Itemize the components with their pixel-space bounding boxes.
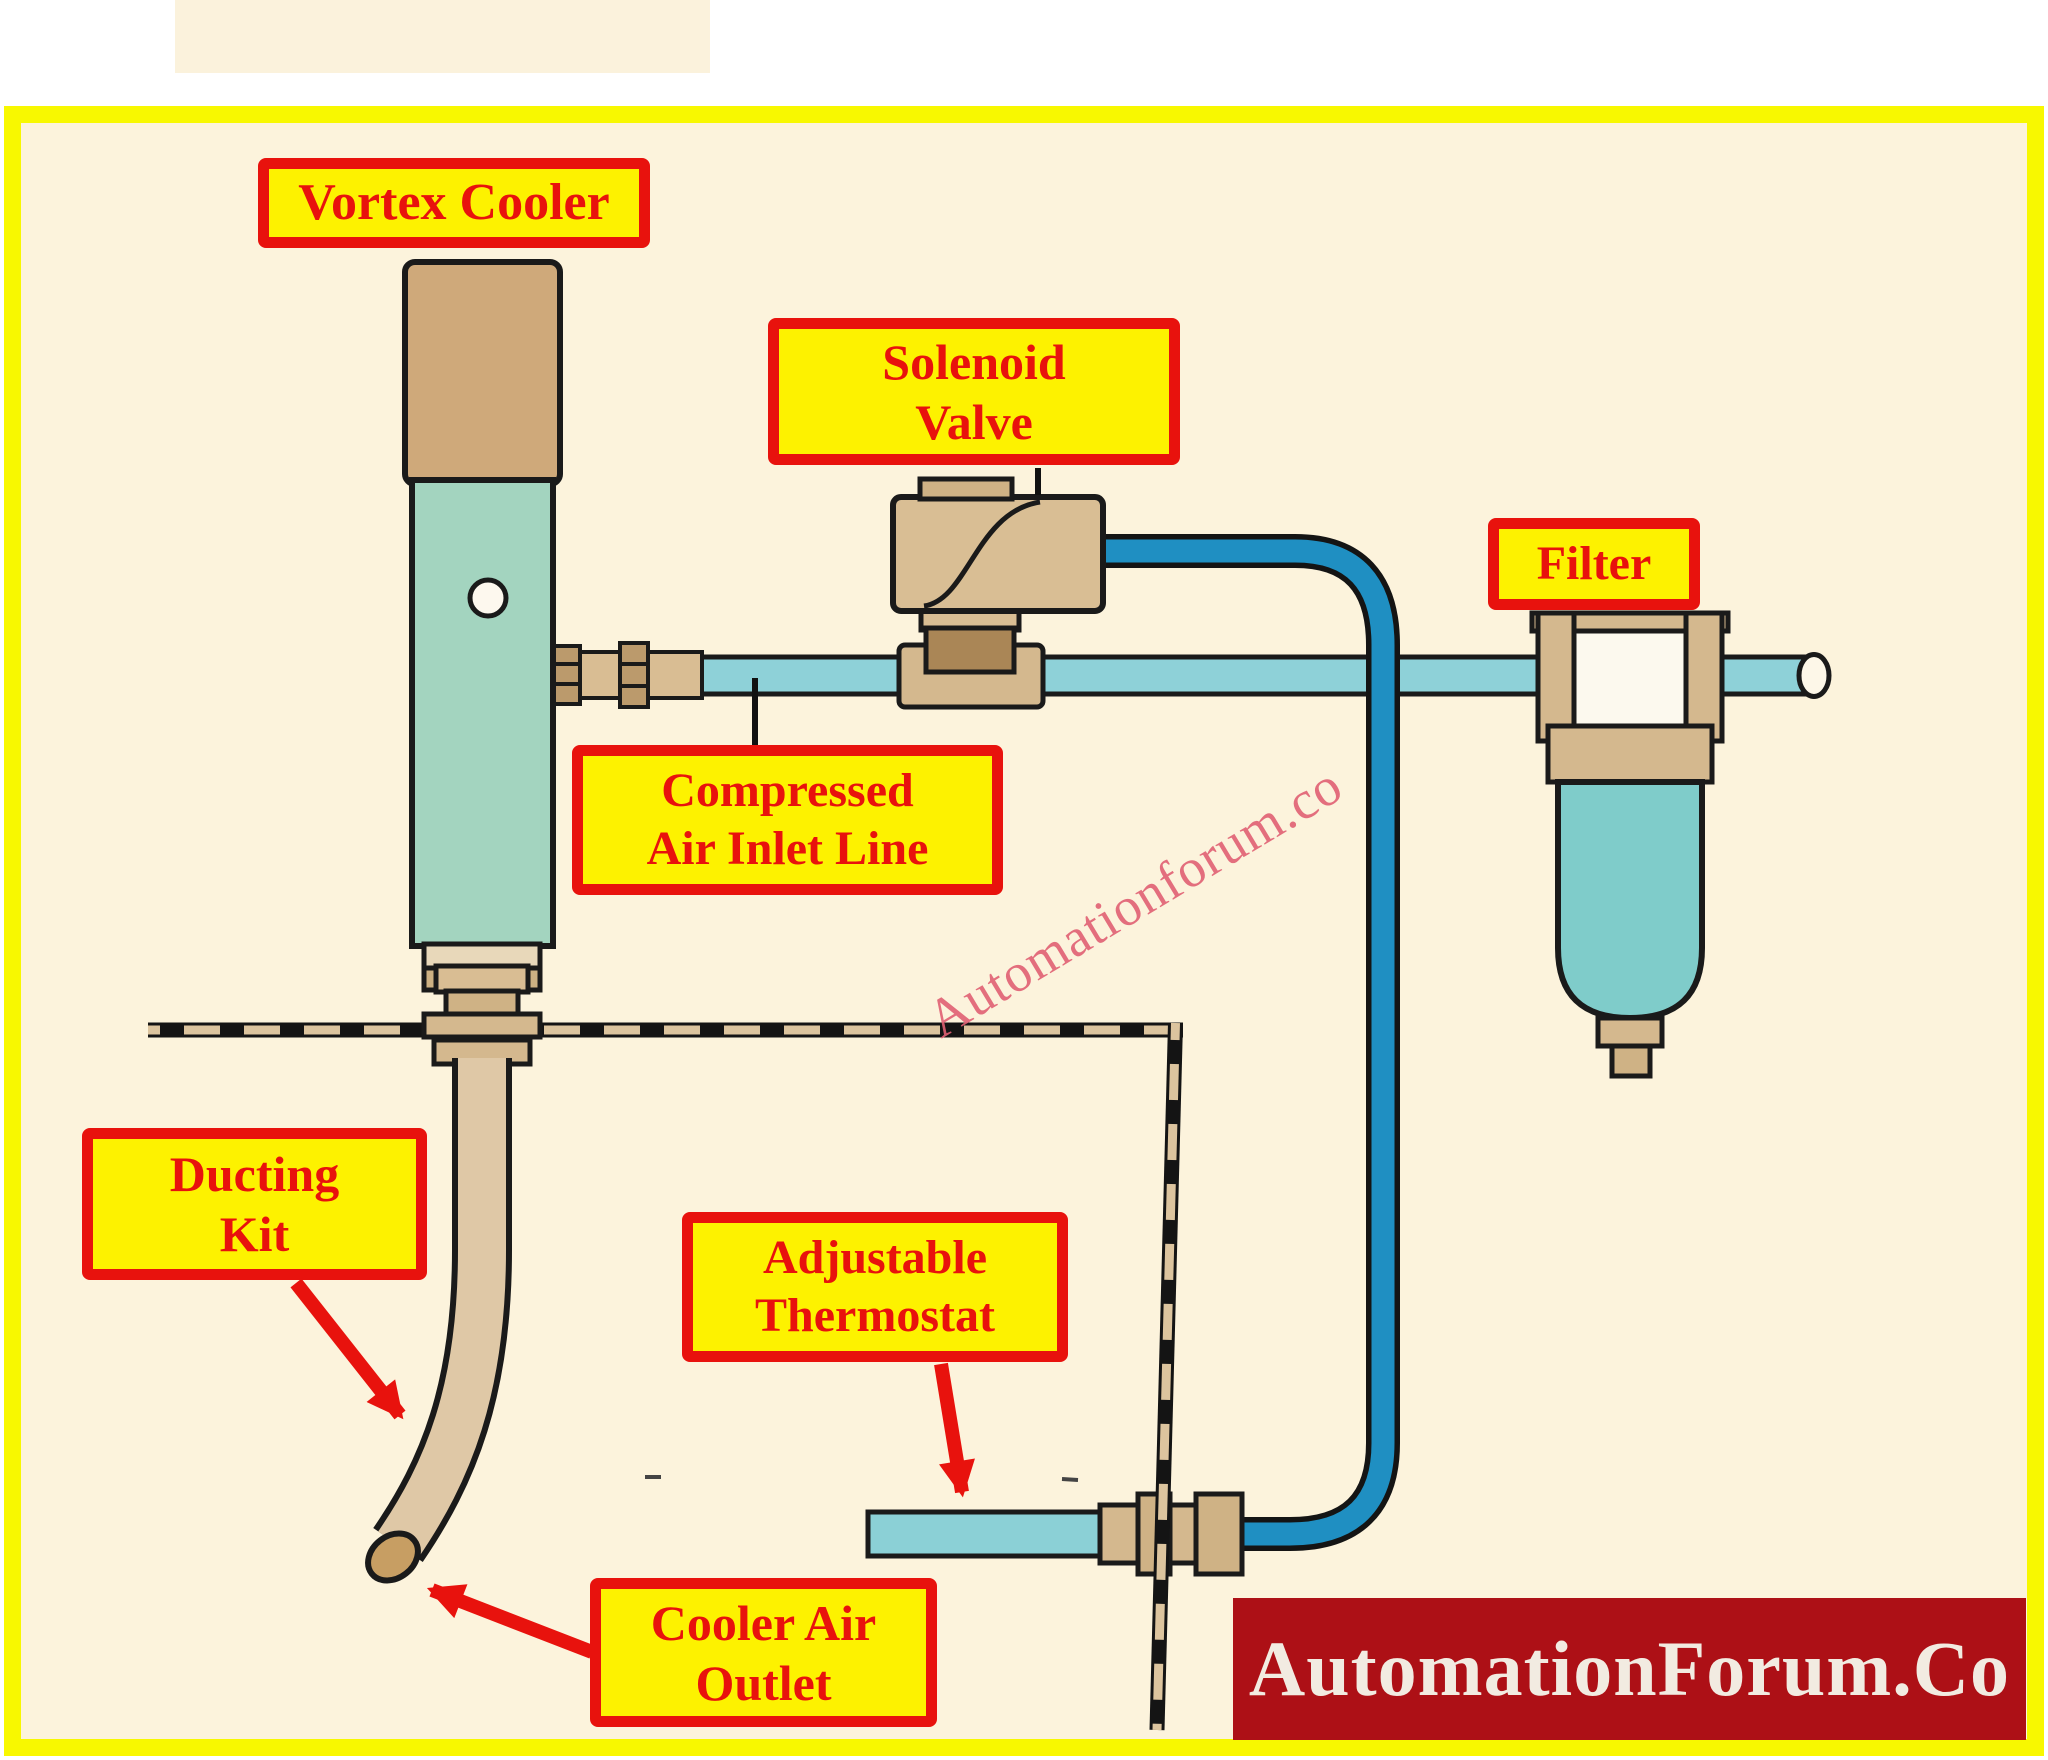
- filter-head-left-bar: [1535, 610, 1577, 744]
- thermostat-arrow: [934, 1362, 975, 1498]
- pipe-open-end: [1796, 652, 1832, 699]
- valve-dark-block: [923, 625, 1017, 675]
- callout-arrows: [290, 1278, 975, 1659]
- thermostat-probe: [865, 1509, 1103, 1559]
- cooler-body: [409, 477, 556, 949]
- filter-head-right-bar: [1683, 610, 1725, 744]
- filter-head-interior: [1571, 627, 1689, 729]
- solenoid-valve: [890, 476, 1106, 710]
- label-cooler-air-outlet: Cooler Air Outlet: [590, 1578, 937, 1727]
- valve-body: [890, 494, 1106, 614]
- ducting-kit-arrow: [290, 1278, 406, 1420]
- vortex-cooler: [402, 259, 563, 1067]
- panel-dashed-line-vertical: [1149, 1022, 1183, 1731]
- cooler-vent-hole: [467, 577, 509, 619]
- stray-marks: [645, 1475, 1079, 1482]
- label-vortex-cooler: Vortex Cooler: [258, 158, 650, 248]
- filter-drain-stem: [1609, 1043, 1653, 1079]
- cooler-inlet-fittings: [552, 641, 704, 709]
- filter-drain-flange: [1595, 1015, 1665, 1049]
- label-solenoid-valve: Solenoid Valve: [768, 318, 1180, 465]
- label-ducting-kit: Ducting Kit: [82, 1128, 427, 1280]
- cooler-mount-nut: [443, 988, 521, 1018]
- adjustable-thermostat: [865, 1491, 1245, 1577]
- top-strip-cream-block: [175, 0, 710, 73]
- cooler-hot-cap: [402, 259, 563, 487]
- label-adjustable-thermostat: Adjustable Thermostat: [682, 1212, 1068, 1362]
- thermostat-nut: [1193, 1491, 1245, 1577]
- filter-collar: [1545, 723, 1715, 785]
- label-compressed-air-inlet-line: Compressed Air Inlet Line: [572, 745, 1003, 895]
- duct-open-end: [365, 1530, 421, 1584]
- label-filter: Filter: [1488, 518, 1700, 610]
- automationforum-logo: AutomationForum.Co: [1233, 1598, 2026, 1740]
- cooler-panel-flange: [421, 1011, 543, 1040]
- cooler-air-outlet-arrow: [426, 1583, 595, 1659]
- filter-head-top-bar: [1529, 610, 1731, 634]
- leader-lines: [752, 468, 1041, 747]
- filter-bowl: [1555, 779, 1705, 1022]
- filter: [1529, 610, 1731, 1079]
- ducting-kit-tube: [365, 1058, 512, 1584]
- solenoid-to-thermostat-tube: [1103, 534, 1400, 1551]
- valve-top-tab: [917, 476, 1015, 502]
- valve-curve-line: [923, 499, 1041, 609]
